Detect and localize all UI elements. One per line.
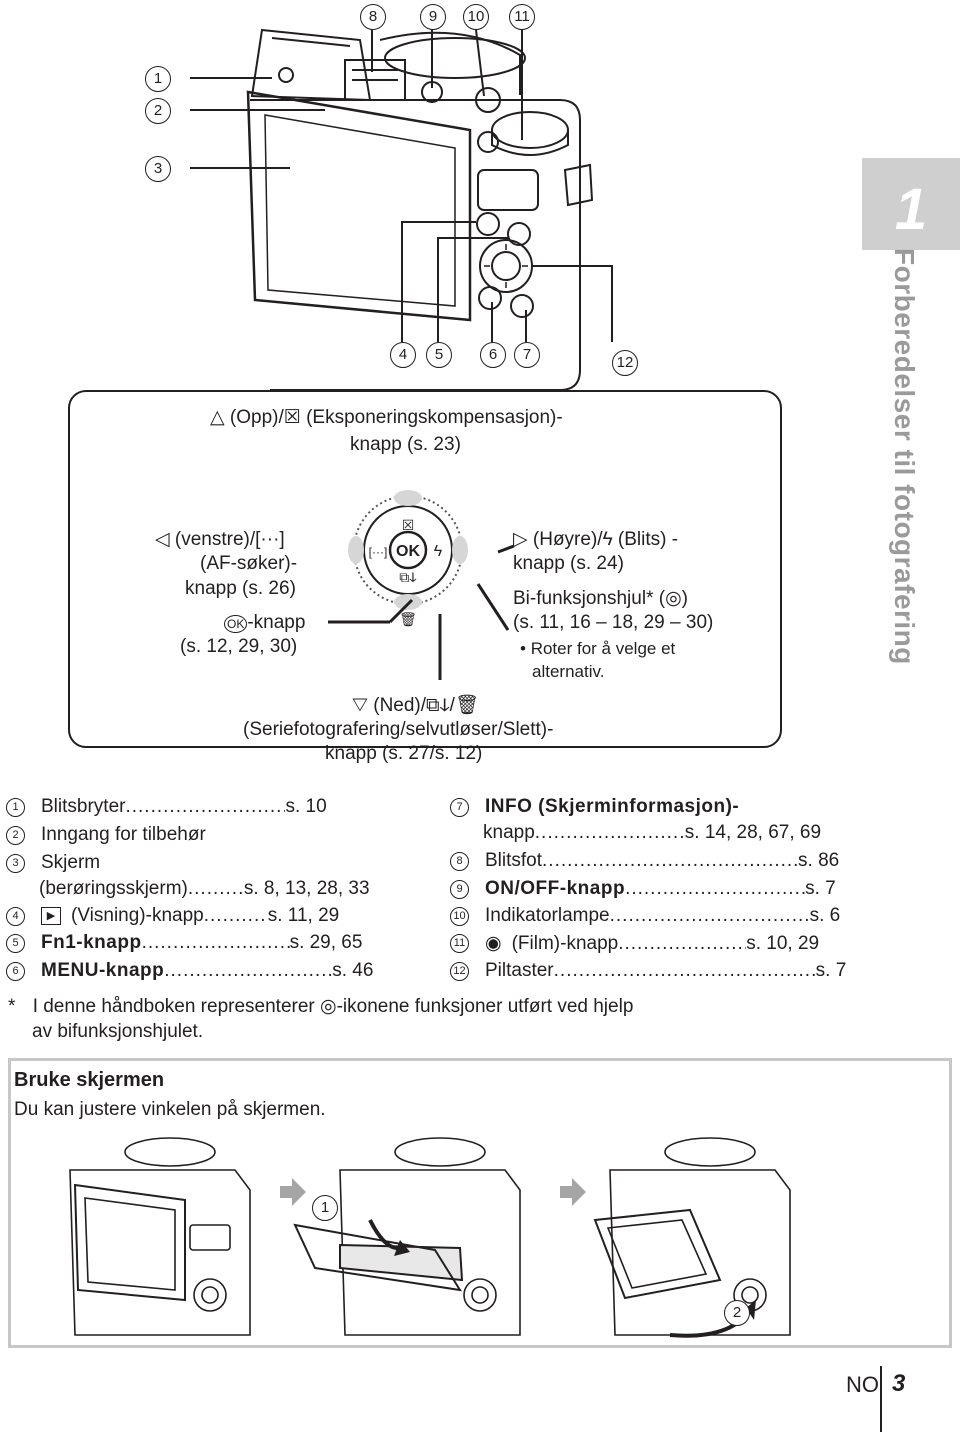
wheel-bullet-cont: alternativ. [532, 662, 605, 681]
callout-1: 1 [145, 66, 171, 92]
control-wheel-icon: ◎ [665, 588, 682, 609]
left-button-text: ◁ (venstre)/[···] [155, 529, 285, 550]
part-6: 6 MENU-knapp ...........................… [6, 960, 373, 982]
up-button-text: △ (Opp)/☒ (Eksponeringskompensasjon)- [210, 407, 563, 428]
ok-icon: OK [224, 615, 248, 633]
arrow-pad-detail-box [68, 390, 782, 748]
af-target-icon: [···] [255, 529, 285, 550]
wheel-bullet: • Roter for å velge et [520, 639, 676, 658]
chapter-title: Forberedelser til fotografering [889, 248, 920, 665]
footer-divider [880, 1366, 882, 1432]
right-button-text: ▷ (Høyre)/ϟ (Blits) - [513, 529, 679, 550]
part-9: 9 ON/OFF-knapp .........................… [450, 878, 836, 900]
part-8: 8 Blitsfot .............................… [450, 850, 839, 872]
control-wheel-icon: ◎ [320, 996, 337, 1017]
part-7: 7 INFO (Skjerminformasjon)- [450, 796, 739, 818]
callout-2: 2 [145, 98, 171, 124]
footnote-cont: av bifunksjonshjulet. [32, 1021, 204, 1042]
part-11: 11 ◉ (Film)-knapp ......................… [450, 932, 819, 955]
sequential-selftimer-delete-icon: ⧉ↆ/🗑 [426, 695, 480, 716]
use-monitor-title: Bruke skjermen [14, 1069, 165, 1091]
svg-text:[···]: [···] [369, 545, 388, 559]
exposure-compensation-icon: ☒ [283, 407, 301, 428]
camera-back-illustration [190, 28, 613, 391]
callout-11: 11 [509, 4, 535, 30]
callout-5: 5 [426, 342, 452, 368]
playback-icon: ▶ [41, 907, 61, 925]
wheel-text: Bi-funksjonshjul* (◎) [513, 588, 688, 609]
ok-button-label: OK [396, 543, 420, 560]
chapter-tab: 1 [862, 158, 960, 250]
callout-9: 9 [420, 4, 446, 30]
wheel-page-ref: (s. 11, 16 – 18, 29 – 30) [513, 612, 714, 633]
down-button-page-ref: knapp (s. 27/s. 12) [325, 743, 483, 764]
callout-10: 10 [463, 4, 489, 30]
footer-language: NO [846, 1372, 879, 1397]
left-arrow-icon: ◁ [155, 529, 170, 550]
callout-12: 12 [612, 350, 638, 376]
part-10: 10 Indikatorlampe ......................… [450, 905, 840, 927]
up-arrow-icon: △ [210, 407, 225, 428]
part-3-cont: (berøringsskjerm) ......................… [39, 878, 370, 899]
flash-icon: ϟ [602, 529, 613, 550]
part-12: 12 Piltaster ...........................… [450, 960, 846, 982]
right-arrow-icon: ▷ [513, 529, 528, 550]
down-button-desc: (Seriefotografering/selvutløser/Slett)- [243, 719, 554, 740]
page-number: 3 [892, 1370, 906, 1397]
footnote: * I denne håndboken representerer ◎-ikon… [8, 996, 634, 1017]
svg-text:⧉ↆ: ⧉ↆ [399, 569, 417, 585]
part-7-cont: knapp ..................................… [483, 822, 822, 843]
step-2-badge: 2 [724, 1300, 750, 1326]
down-arrow-icon: ▽ [352, 695, 368, 716]
callout-3: 3 [145, 156, 171, 182]
svg-text:ϟ: ϟ [434, 543, 443, 560]
callout-4: 4 [390, 342, 416, 368]
svg-text:☒: ☒ [402, 517, 415, 533]
monitor-tilt-illustrations [69, 1137, 791, 1338]
part-2: 2 Inngang for tilbehør [6, 824, 206, 846]
up-button-page-ref: knapp (s. 23) [350, 434, 461, 455]
left-button-desc: (AF-søker)- [200, 553, 298, 574]
right-button-page-ref: knapp (s. 24) [513, 553, 624, 574]
part-4: 4 ▶ (Visning)-knapp ....................… [6, 905, 339, 927]
part-3: 3 Skjerm [6, 852, 100, 874]
callout-7: 7 [514, 342, 540, 368]
movie-record-icon: ◉ [485, 933, 502, 954]
arrow-pad-detail-illustration: OK ☒ [···] ϟ ⧉ↆ 🗑 [348, 490, 468, 627]
ok-button-page-ref: (s. 12, 29, 30) [180, 636, 298, 657]
ok-button-text: OK-knapp [224, 610, 305, 637]
chapter-number: 1 [894, 177, 928, 242]
step-1-badge: 1 [312, 1195, 338, 1221]
part-1: 1 Blitsbryter ..........................… [6, 796, 327, 818]
callout-8: 8 [360, 4, 386, 30]
part-5: 5 Fn1-knapp ............................… [6, 932, 362, 954]
svg-text:🗑: 🗑 [399, 611, 417, 627]
arrow-pad-leader-lines [328, 544, 515, 680]
callout-6: 6 [480, 342, 506, 368]
down-button-text: ▽ (Ned)/⧉ↆ/🗑 [352, 695, 480, 716]
use-monitor-text: Du kan justere vinkelen på skjermen. [14, 1099, 326, 1120]
use-monitor-box [8, 1058, 952, 1348]
left-button-page-ref: knapp (s. 26) [185, 578, 296, 599]
